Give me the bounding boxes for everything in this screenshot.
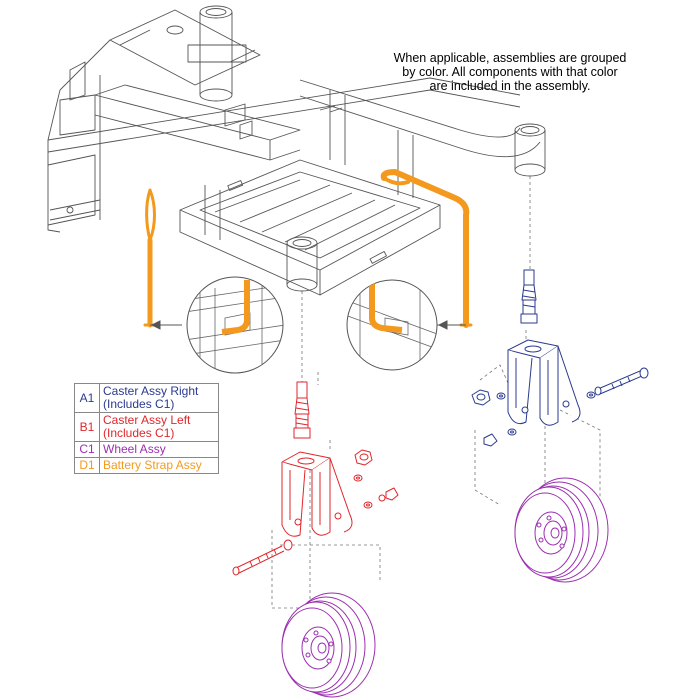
legend-row-a1: A1 Caster Assy Right (Includes C1) (74, 383, 219, 413)
legend-text: Caster Assy Right (103, 384, 199, 398)
legend-row-b1: B1 Caster Assy Left (Includes C1) (74, 412, 219, 442)
legend-text: (Includes C1) (103, 397, 175, 411)
legend-description: Battery Strap Assy (99, 457, 219, 474)
assembly-legend: A1 Caster Assy Right (Includes C1) B1 Ca… (74, 383, 219, 474)
note-line: are included in the assembly. (429, 79, 591, 93)
legend-text: Battery Strap Assy (103, 458, 202, 472)
chassis-frame (47, 5, 546, 296)
legend-code: D1 (74, 457, 100, 474)
color-grouping-note: When applicable, assemblies are grouped … (380, 51, 640, 93)
strap-detail-left (186, 276, 284, 374)
legend-text: (Includes C1) (103, 426, 175, 440)
legend-description: Caster Assy Right (Includes C1) (99, 383, 219, 413)
wheel-assy-left (281, 592, 376, 698)
caster-assy-left (232, 381, 399, 576)
legend-text: Wheel Assy (103, 442, 166, 456)
battery-strap-left (143, 188, 157, 328)
legend-row-c1: C1 Wheel Assy (74, 441, 219, 458)
note-line: by color. All components with that color (402, 65, 618, 79)
strap-detail-right (346, 279, 438, 371)
legend-code: B1 (74, 412, 100, 442)
legend-description: Caster Assy Left (Includes C1) (99, 412, 219, 442)
legend-code: C1 (74, 441, 100, 458)
detail-callout-arrows (150, 320, 466, 330)
legend-description: Wheel Assy (99, 441, 219, 458)
wheel-assy-right (514, 477, 609, 583)
legend-code: A1 (74, 383, 100, 413)
note-line: When applicable, assemblies are grouped (393, 51, 627, 65)
caster-assy-right (471, 269, 649, 447)
legend-text: Caster Assy Left (103, 413, 191, 427)
legend-row-d1: D1 Battery Strap Assy (74, 457, 219, 474)
